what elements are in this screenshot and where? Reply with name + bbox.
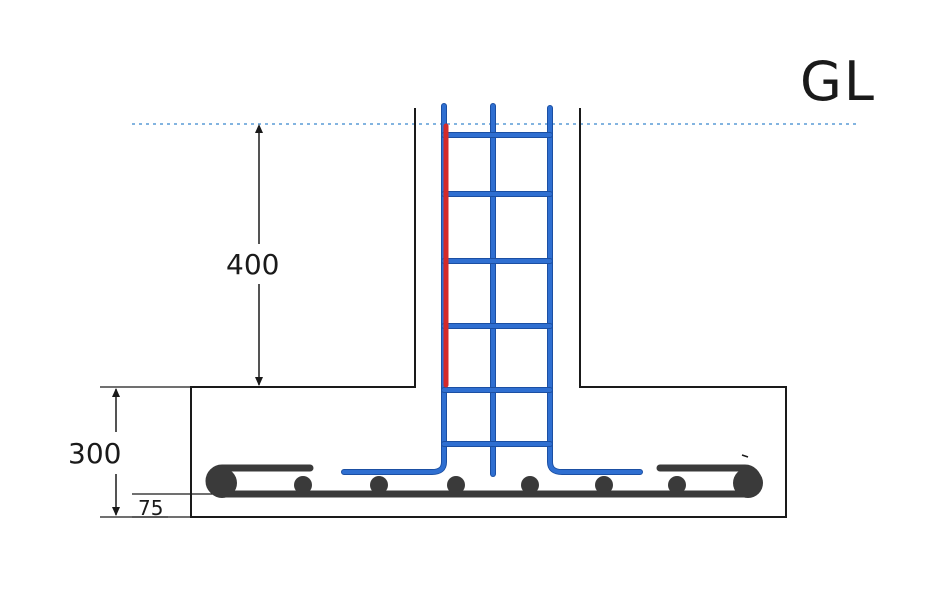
footing-depth-label: 300 (68, 437, 121, 470)
rebar-section (521, 476, 539, 494)
rebar-section (207, 468, 237, 498)
pedestal-height-label: 400 (226, 248, 279, 281)
rebar-section (294, 476, 312, 494)
column-reinforcement (341, 103, 643, 477)
footing-bottom-reinforcement (205, 464, 763, 498)
rebar-section (370, 476, 388, 494)
cover-label: 75 (138, 496, 163, 520)
rebar-section (447, 476, 465, 494)
concrete-outline (190, 108, 787, 518)
ground-level-label: GL (800, 50, 876, 113)
rebar-section (668, 476, 686, 494)
rebar-section (733, 468, 763, 498)
rebar-section (595, 476, 613, 494)
tick-mark (741, 454, 749, 458)
pedestal-height-dimension (255, 124, 263, 386)
